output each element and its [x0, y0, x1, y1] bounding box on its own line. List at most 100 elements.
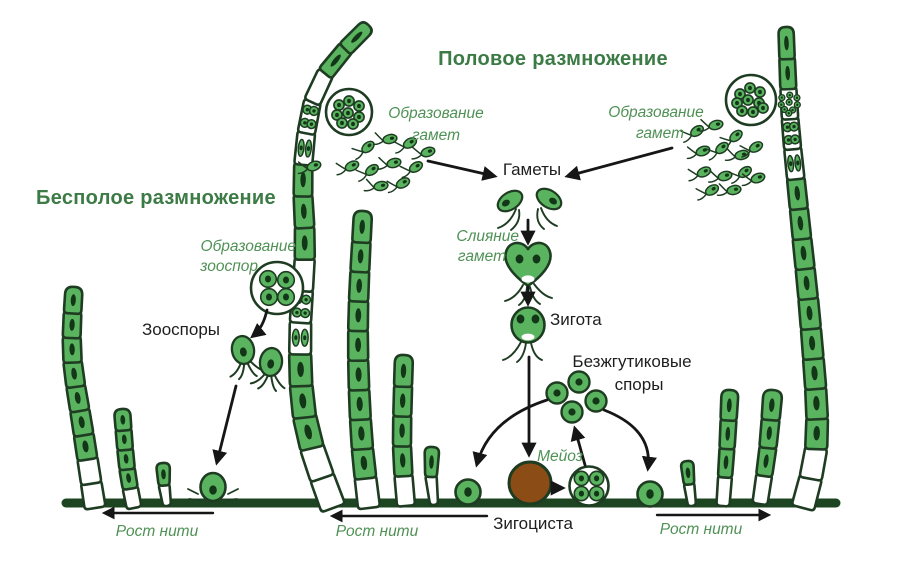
filament-cell	[391, 413, 413, 448]
gamete-cell	[705, 141, 729, 161]
filament-cell	[679, 459, 696, 487]
filament	[715, 388, 740, 508]
label-gamete-fusion-line1: Слияние	[456, 228, 519, 245]
filament-cell	[346, 327, 370, 363]
filament-cell	[61, 310, 83, 340]
filament-cell-special	[287, 319, 313, 356]
aflagellate-spores-group	[545, 370, 608, 424]
label-gamete-formation-right-line1: Образование	[608, 104, 704, 121]
zygote-cell	[502, 306, 546, 363]
gamete-cell	[680, 124, 704, 143]
zoosporangium	[249, 260, 305, 316]
filament-cell	[351, 209, 374, 245]
filament	[155, 461, 173, 508]
filament-cell	[348, 415, 375, 452]
gamete-cell	[393, 137, 418, 154]
gamete-cell	[372, 132, 398, 146]
filament-cell	[803, 385, 830, 421]
filament-cell	[804, 415, 830, 451]
title-sexual-reproduction: Половое размножение	[438, 48, 668, 70]
gamete-cell	[335, 160, 360, 176]
gamete-cell	[363, 178, 389, 192]
zygocyst-cell	[507, 460, 553, 506]
filament	[391, 353, 417, 508]
filament-cell	[288, 382, 318, 420]
filaments-layer	[61, 21, 830, 513]
label-aflagellate-spores-line1: Безжгутиковые	[572, 352, 691, 371]
filament-cell	[347, 268, 371, 304]
gamete-pair	[496, 187, 563, 231]
label-zoospores: Зооспоры	[142, 320, 220, 339]
label-zoospore-formation-line2: зооспор	[199, 258, 258, 275]
gamete-cell	[724, 148, 750, 162]
filament	[61, 285, 107, 511]
settled-spore-right	[636, 480, 664, 508]
gamete-cell	[695, 184, 720, 201]
filament-cell-special	[293, 129, 317, 167]
gamete-cell	[708, 169, 733, 183]
filament-cell	[287, 351, 314, 388]
filament	[679, 459, 698, 508]
filament-cell	[758, 416, 781, 450]
filament-cell	[788, 205, 813, 242]
filament-cell	[155, 461, 172, 487]
gamete-cell	[496, 189, 524, 213]
gamete-cell	[687, 166, 712, 182]
filament-cell	[114, 426, 134, 452]
gamete-cluster-right	[680, 118, 766, 201]
gamete-cell	[351, 140, 375, 161]
filament-cell	[293, 224, 317, 262]
label-gamete-formation-left-line1: Образование	[388, 105, 484, 122]
free-cells-layer	[187, 118, 766, 508]
filament-cell	[346, 357, 371, 392]
label-zygote: Зигота	[550, 310, 602, 329]
gamete-cluster-left	[297, 132, 436, 194]
meiosis-sporangium	[568, 465, 610, 507]
filament-cell	[778, 55, 798, 91]
filament	[287, 21, 373, 513]
settled-zoospore	[187, 471, 239, 503]
label-zoospore-formation-line1: Образование	[201, 238, 297, 255]
filament-cell	[391, 442, 414, 478]
filament-cell	[292, 192, 316, 230]
label-aflagellate-spores-line2: споры	[615, 375, 664, 394]
label-zygocyst: Зигоциста	[493, 514, 573, 533]
labels-layer: Бесполое размножение Половое размножение…	[36, 48, 743, 540]
zoospore-cell	[249, 346, 286, 392]
filament-cell-special	[777, 85, 801, 121]
filament-cell	[423, 445, 441, 479]
gamete-cell	[686, 145, 711, 160]
filament	[346, 209, 381, 511]
arrow-gametes-left-to-pair	[426, 159, 498, 181]
label-meiosis: Мейоз	[537, 448, 583, 465]
label-gamete-fusion-line2: гамет	[458, 248, 506, 265]
filament-cell-special	[780, 115, 803, 152]
arrow-gametes-right-to-pair	[564, 146, 674, 181]
label-filament-growth-right: Рост нити	[660, 521, 743, 538]
filament-cell	[716, 445, 736, 480]
gamete-cell	[386, 177, 411, 194]
arrow-spores-to-ground-right	[602, 408, 657, 472]
filament-cell	[719, 388, 740, 423]
filament-cell	[349, 238, 372, 274]
gamete-cell	[355, 163, 379, 182]
gamete-cell	[716, 183, 742, 197]
filament-cell	[760, 388, 784, 422]
label-filament-growth-left: Рост нити	[116, 523, 199, 540]
filament-cell-special	[393, 472, 417, 508]
gamete-cell	[377, 156, 402, 170]
filament-cell	[347, 386, 372, 422]
gamete-cell	[699, 118, 724, 132]
fusion-cell	[504, 241, 553, 306]
label-gamete-formation-right-line2: гамет	[636, 125, 684, 142]
title-asexual-reproduction: Бесполое размножение	[36, 187, 276, 209]
filament-cell-special	[783, 145, 806, 182]
filament-cell	[718, 416, 738, 451]
filament-cell-special	[715, 473, 734, 508]
filament-cell	[791, 235, 816, 272]
settled-spore-left	[454, 478, 482, 506]
filament-cell	[350, 445, 378, 481]
arrow-zoosporangium-to-zoospores	[250, 308, 269, 339]
